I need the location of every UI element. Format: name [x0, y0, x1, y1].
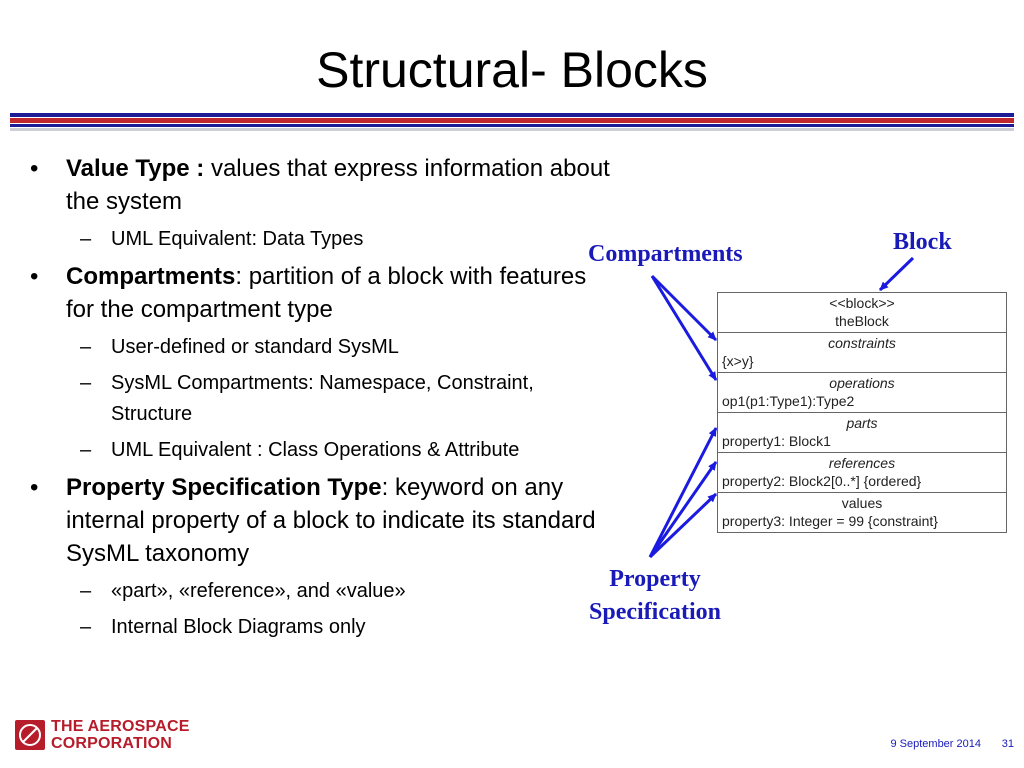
sub-bullet: – User-defined or standard SysML: [30, 332, 610, 363]
aerospace-logo: THE AEROSPACE CORPORATION: [15, 718, 205, 758]
bullet-text: values that express information about th…: [66, 155, 610, 215]
sysml-block: <<block>> theBlock constraints {x>y} ope…: [717, 292, 1007, 533]
arrow-block: [878, 256, 915, 292]
sub-bullet: – UML Equivalent: Data Types: [30, 224, 610, 255]
bullet-term: Property Specification Type: [66, 474, 382, 501]
bullet-compartments: • Compartments: partition of a block wit…: [30, 260, 610, 326]
block-stereotype: <<block>>: [829, 295, 895, 311]
compartment-row: property1: Block1: [722, 433, 831, 449]
bullet-term: Value Type :: [66, 155, 205, 182]
dash-marker: –: [80, 372, 92, 394]
property-specification-label: Property Specification: [570, 563, 740, 629]
footer-date: 9 September 2014: [890, 738, 981, 750]
references-compartment: references property2: Block2[0..*] {orde…: [718, 452, 1006, 492]
sub-bullet-text: UML Equivalent : Class Operations & Attr…: [111, 439, 520, 461]
bullet-property-specification: • Property Specification Type: keyword o…: [30, 471, 610, 570]
logo-text-line2: CORPORATION: [51, 735, 173, 752]
compartment-header: constraints: [828, 335, 896, 351]
sub-bullet-text: Internal Block Diagrams only: [111, 616, 366, 638]
bullet-list: • Value Type : values that express infor…: [30, 152, 610, 648]
title-rule-red: [10, 118, 1014, 123]
compartment-header: parts: [846, 415, 878, 431]
compartments-label: Compartments: [588, 241, 743, 267]
title-rule-gray: [10, 128, 1014, 131]
bullet-text: : partition of a block with features for…: [66, 263, 587, 323]
compartment-row: property2: Block2[0..*] {ordered}: [722, 473, 922, 489]
compartment-header: references: [828, 455, 896, 471]
arrow-compartment-1: [650, 274, 718, 342]
bullet-marker: •: [30, 155, 39, 182]
bullet-text: : keyword on any internal property of a …: [66, 474, 596, 567]
bullet-value-type: • Value Type : values that express infor…: [30, 152, 610, 218]
slide-title: Structural- Blocks: [316, 42, 708, 98]
dash-marker: –: [80, 616, 92, 638]
sub-bullet: – «part», «reference», and «value»: [30, 576, 610, 607]
dash-marker: –: [80, 439, 92, 461]
values-compartment: values property3: Integer = 99 {constrai…: [718, 492, 1006, 532]
compartment-row: property3: Integer = 99 {constraint}: [722, 513, 938, 529]
parts-compartment: parts property1: Block1: [718, 412, 1006, 452]
arrow-property-3: [648, 492, 718, 559]
sub-bullet-text: UML Equivalent: Data Types: [111, 228, 364, 250]
arrow-property-1: [648, 427, 718, 558]
dash-marker: –: [80, 228, 92, 250]
dash-marker: –: [80, 336, 92, 358]
dash-marker: –: [80, 580, 92, 602]
arrow-compartment-2: [650, 275, 718, 381]
sub-bullet: – SysML Compartments: Namespace, Constra…: [30, 368, 610, 430]
compartment-header: operations: [829, 375, 895, 391]
block-label: Block: [893, 229, 952, 255]
sub-bullet-text: User-defined or standard SysML: [111, 336, 399, 358]
compartment-row: {x>y}: [722, 353, 754, 369]
bullet-marker: •: [30, 474, 39, 501]
arrow-property-2: [648, 461, 718, 558]
sub-bullet: – Internal Block Diagrams only: [30, 612, 610, 643]
logo-text-line1: THE AEROSPACE: [51, 718, 190, 735]
bullet-marker: •: [30, 263, 39, 290]
title-rule-blue: [10, 113, 1014, 117]
property-label-line1: Property: [609, 566, 701, 592]
title-rule-blue-lower: [10, 124, 1014, 127]
block-name-compartment: <<block>> theBlock: [718, 293, 1006, 332]
property-label-line2: Specification: [589, 599, 721, 625]
sub-bullet-text: SysML Compartments: Namespace, Constrain…: [111, 372, 534, 425]
sub-bullet-text: «part», «reference», and «value»: [111, 580, 406, 602]
constraints-compartment: constraints {x>y}: [718, 332, 1006, 372]
compartment-row: op1(p1:Type1):Type2: [722, 393, 855, 409]
block-name: theBlock: [835, 313, 889, 329]
sub-bullet: – UML Equivalent : Class Operations & At…: [30, 435, 610, 466]
page-number: 31: [1001, 738, 1014, 750]
aerospace-emblem-icon: [15, 720, 45, 750]
operations-compartment: operations op1(p1:Type1):Type2: [718, 372, 1006, 412]
bullet-term: Compartments: [66, 263, 236, 290]
compartment-header: values: [841, 495, 883, 511]
